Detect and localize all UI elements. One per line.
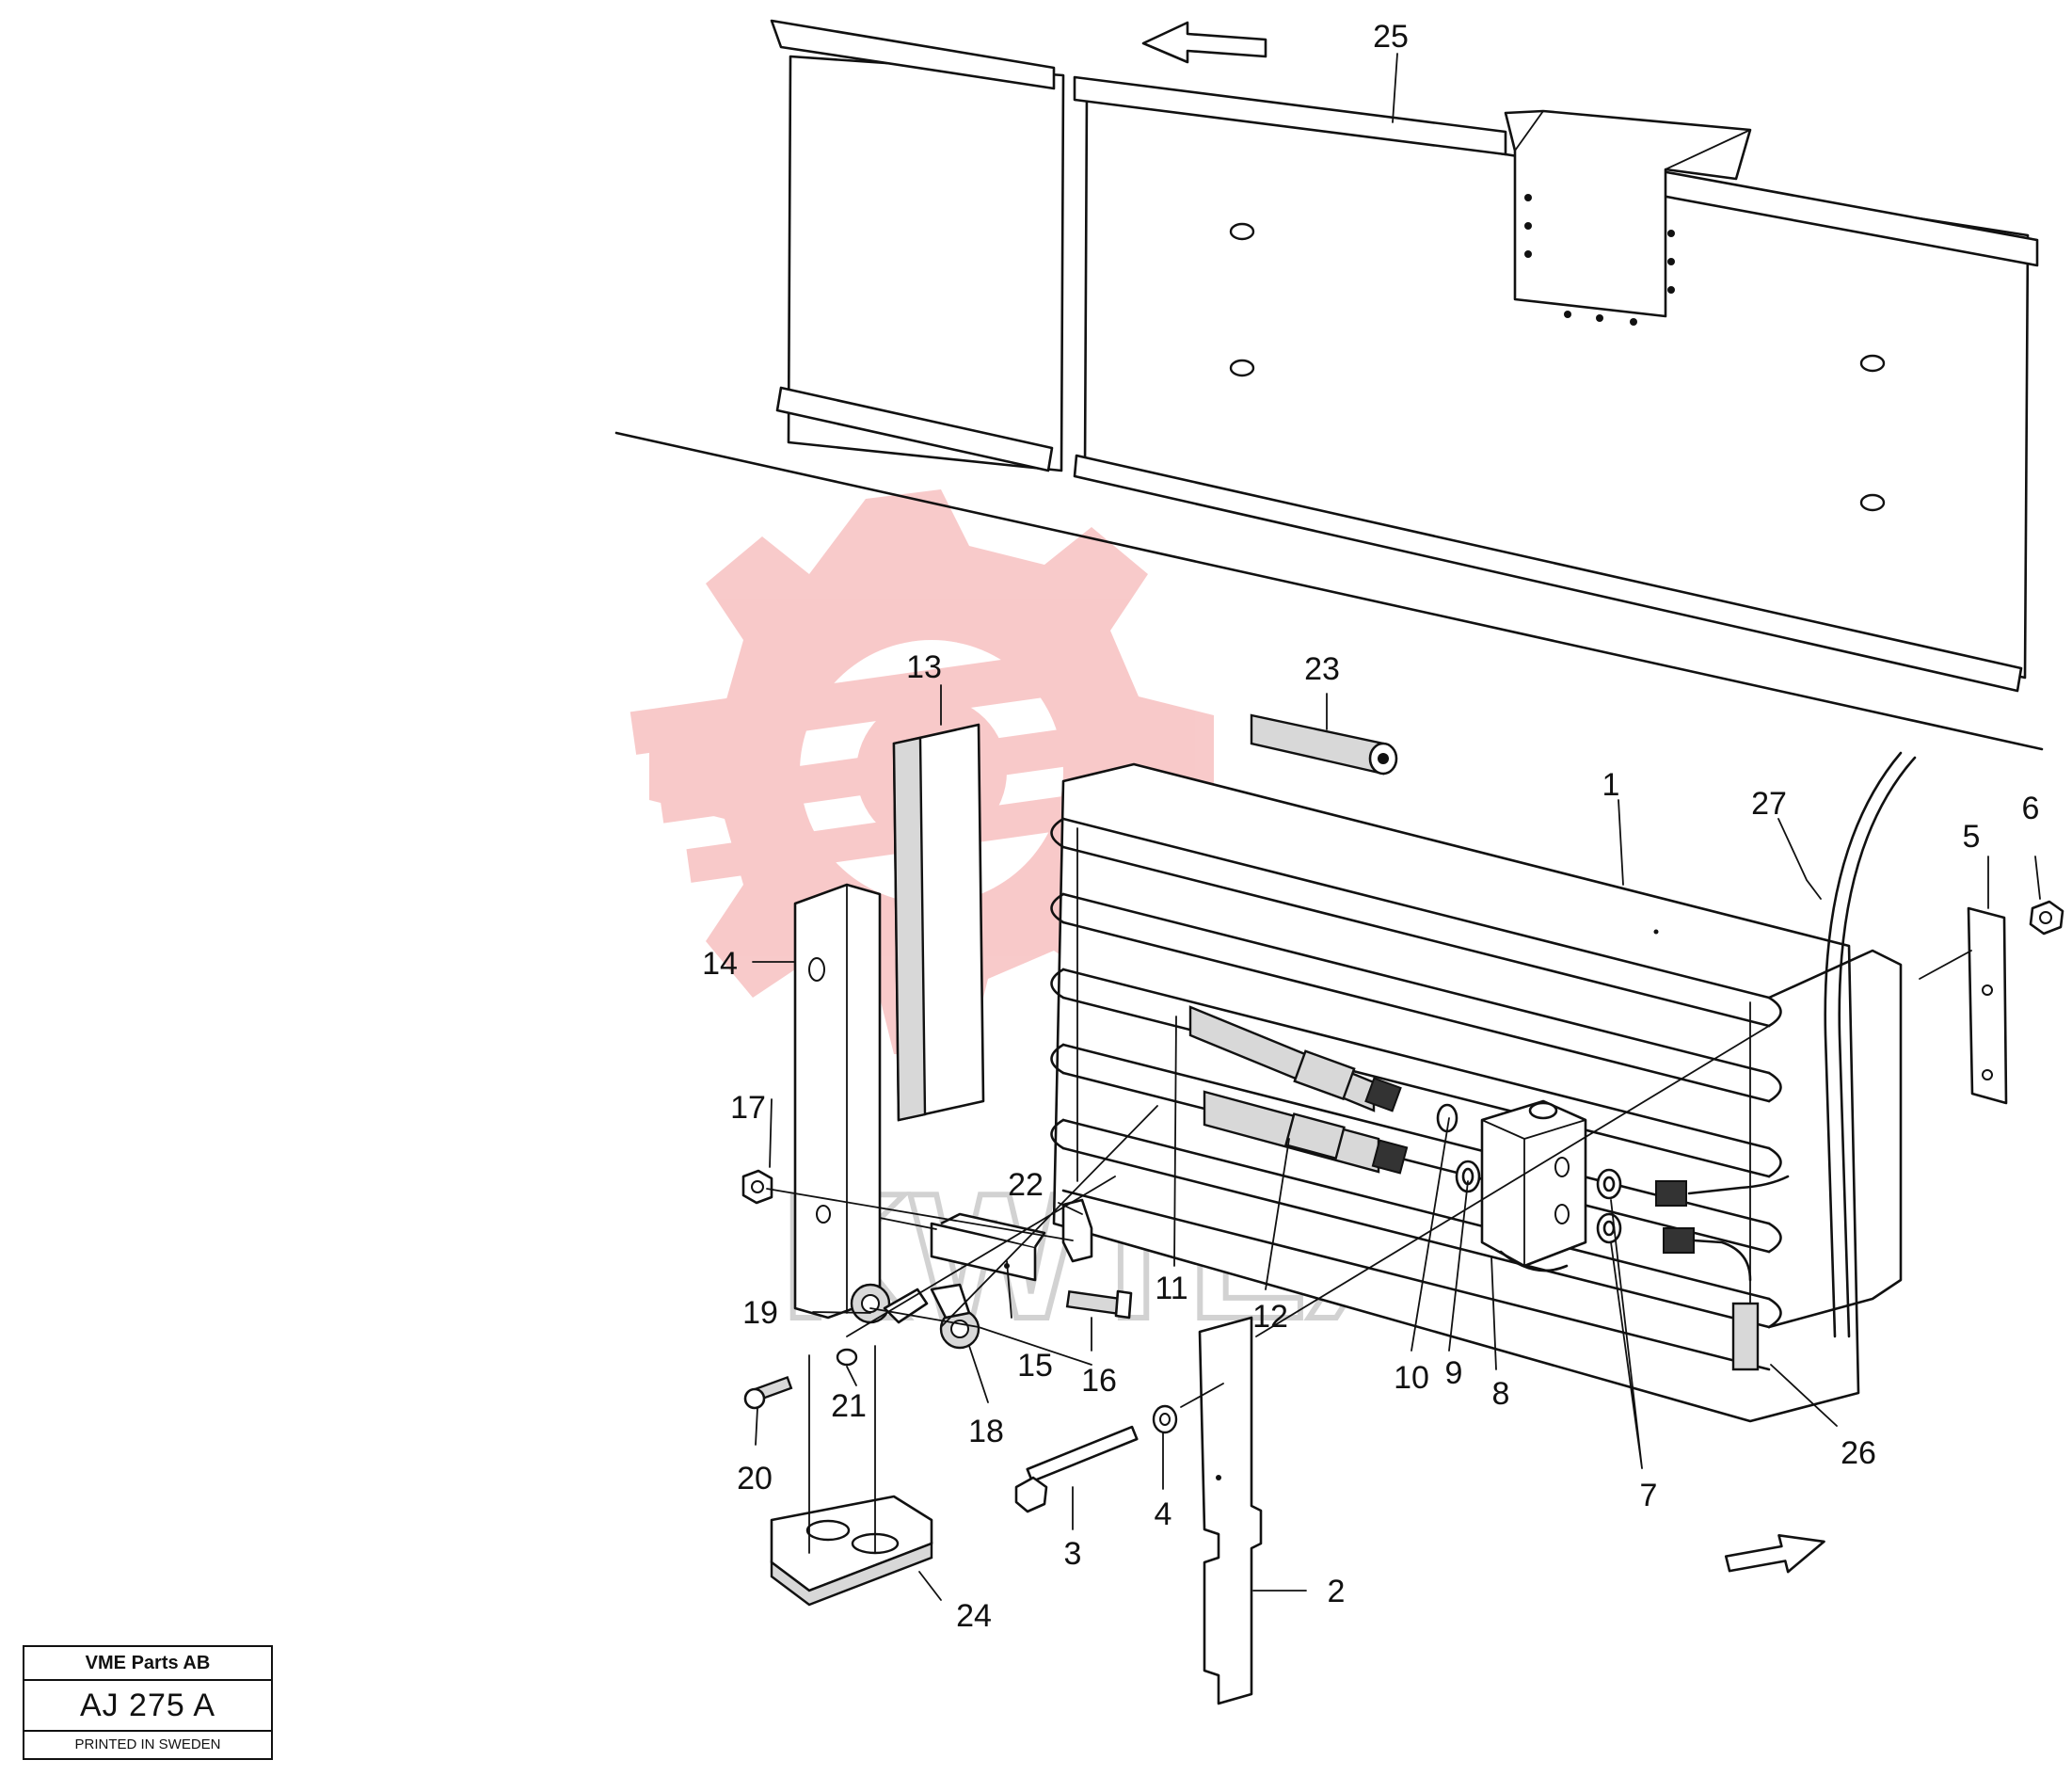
- callout-22: 22: [1008, 1167, 1044, 1203]
- nut-6: [2029, 900, 2064, 936]
- company-name: VME Parts AB: [24, 1647, 271, 1681]
- callout-11: 11: [1155, 1271, 1187, 1306]
- callout-4: 4: [1155, 1496, 1172, 1532]
- screw-20: [743, 1375, 793, 1410]
- fittings: [1364, 1077, 1695, 1254]
- evaporator-coil-tubes: [1050, 817, 1903, 1371]
- support-bracket-2: [1198, 1316, 1263, 1705]
- drawing-code: AJ 275 A: [24, 1681, 271, 1732]
- callout-26: 26: [1841, 1435, 1876, 1471]
- callout-14: 14: [702, 946, 738, 982]
- washer-4: [1152, 1404, 1178, 1434]
- callout-labels: 1 2 3 4 5 6 7 8 9 10 11 12 13 14 15 16 1…: [702, 19, 2039, 1634]
- callout-20: 20: [737, 1461, 773, 1496]
- callout-8: 8: [1492, 1376, 1510, 1412]
- nut-17: [741, 1169, 773, 1205]
- clip-22: [1061, 1198, 1093, 1263]
- main-panel-bottom-flange: [1073, 454, 2023, 693]
- pipe-27: [1824, 751, 1917, 1338]
- callout-12: 12: [1252, 1299, 1288, 1335]
- direction-arrow-left-icon: [1141, 21, 1267, 64]
- bolt-3: [1014, 1425, 1139, 1513]
- callout-21: 21: [831, 1388, 867, 1424]
- clamp-26: [1731, 1302, 1760, 1371]
- drain-block-24: [770, 1495, 933, 1607]
- callout-27: 27: [1751, 786, 1787, 822]
- bracket-5: [1967, 906, 2008, 1105]
- callout-25: 25: [1373, 19, 1409, 55]
- callout-9: 9: [1445, 1355, 1463, 1391]
- callout-23: 23: [1304, 651, 1340, 687]
- panel-slots: [1229, 222, 1886, 512]
- callout-7: 7: [1640, 1478, 1658, 1513]
- title-block: VME Parts AB AJ 275 A PRINTED IN SWEDEN: [23, 1645, 273, 1760]
- o-rings: [1436, 1103, 1622, 1244]
- callout-17: 17: [730, 1090, 766, 1126]
- main-panel-top-flange: [1073, 75, 1507, 156]
- callout-18: 18: [968, 1414, 1004, 1449]
- hoses-11-12: [1188, 1005, 1790, 1282]
- leader-lines: [752, 53, 2041, 1601]
- callout-5: 5: [1963, 819, 1981, 855]
- callout-6: 6: [2022, 791, 2040, 826]
- seal-strip-23: [1250, 713, 1398, 776]
- screw-16: [1065, 1289, 1133, 1320]
- callout-24: 24: [956, 1598, 992, 1634]
- callout-3: 3: [1064, 1536, 1082, 1572]
- callout-2: 2: [1328, 1574, 1346, 1609]
- printed-note: PRINTED IN SWEDEN: [74, 1736, 221, 1752]
- callout-19: 19: [742, 1295, 778, 1331]
- left-panel-bottom-flange: [775, 386, 1054, 472]
- expansion-valve-8: [1480, 1099, 1587, 1272]
- washer-21: [836, 1348, 858, 1367]
- panel-assembly-25: [770, 19, 2039, 693]
- floor-line: [614, 431, 2044, 751]
- callout-13: 13: [906, 649, 942, 685]
- callout-16: 16: [1081, 1363, 1117, 1399]
- bracket-14: [793, 883, 882, 1320]
- bracket-holes: [1524, 194, 1675, 326]
- foam-block-13: [892, 723, 985, 1122]
- callout-15: 15: [1017, 1348, 1053, 1384]
- evaporator-core-1: [1050, 762, 1903, 1423]
- callout-1: 1: [1602, 767, 1620, 803]
- left-panel-top-flange: [770, 19, 1056, 90]
- callout-10: 10: [1394, 1360, 1429, 1396]
- direction-arrow-right-icon: [1724, 1534, 1825, 1574]
